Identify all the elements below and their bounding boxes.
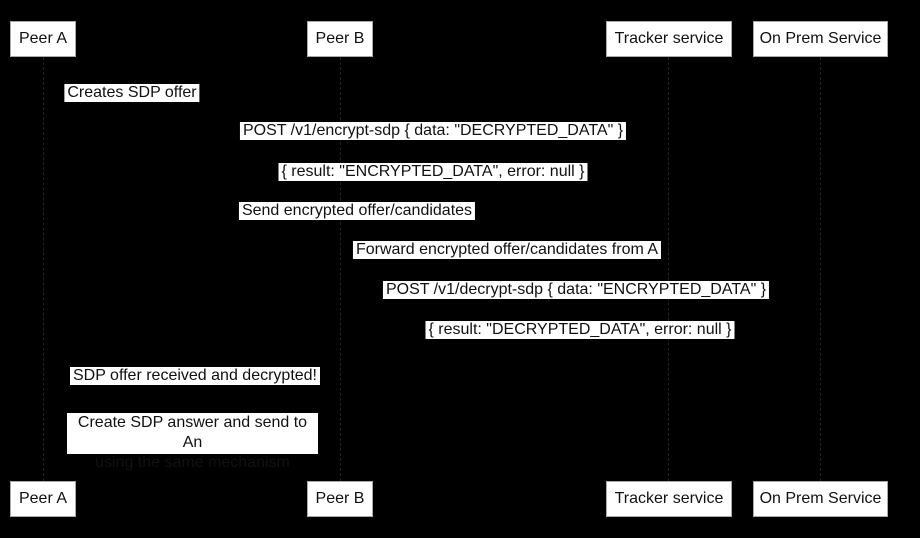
message-forward-encrypted-offer: Forward encrypted offer/candidates from …	[352, 241, 662, 259]
lifeline-peer-b	[340, 57, 341, 481]
actor-peer-b-top: Peer B	[307, 21, 373, 57]
note-line-1: Create SDP answer and send to An	[77, 414, 308, 451]
actor-tracker-service-top: Tracker service	[606, 21, 732, 57]
actor-tracker-service-bottom: Tracker service	[606, 481, 732, 517]
note-line-2: using the same mechanism	[95, 454, 290, 471]
actor-peer-a-bottom: Peer A	[10, 481, 76, 517]
actor-on-prem-service-bottom: On Prem Service	[753, 481, 888, 517]
message-post-decrypt-sdp: POST /v1/decrypt-sdp { data: "ENCRYPTED_…	[382, 281, 770, 299]
lifeline-tracker-service	[668, 57, 669, 481]
message-decrypt-result: { result: "DECRYPTED_DATA", error: null …	[425, 321, 735, 339]
actor-on-prem-service-top: On Prem Service	[753, 21, 888, 57]
message-send-encrypted-offer: Send encrypted offer/candidates	[238, 202, 476, 220]
actor-peer-a-top: Peer A	[10, 21, 76, 57]
note-create-sdp-answer: Create SDP answer and send to An using t…	[67, 413, 318, 471]
message-sdp-offer-received: SDP offer received and decrypted!	[70, 367, 320, 385]
message-encrypt-result: { result: "ENCRYPTED_DATA", error: null …	[278, 163, 588, 181]
lifeline-peer-a	[43, 57, 44, 481]
lifeline-on-prem-service	[820, 57, 821, 481]
actor-peer-b-bottom: Peer B	[307, 481, 373, 517]
message-creates-sdp-offer: Creates SDP offer	[64, 84, 200, 102]
message-post-encrypt-sdp: POST /v1/encrypt-sdp { data: "DECRYPTED_…	[239, 122, 627, 140]
